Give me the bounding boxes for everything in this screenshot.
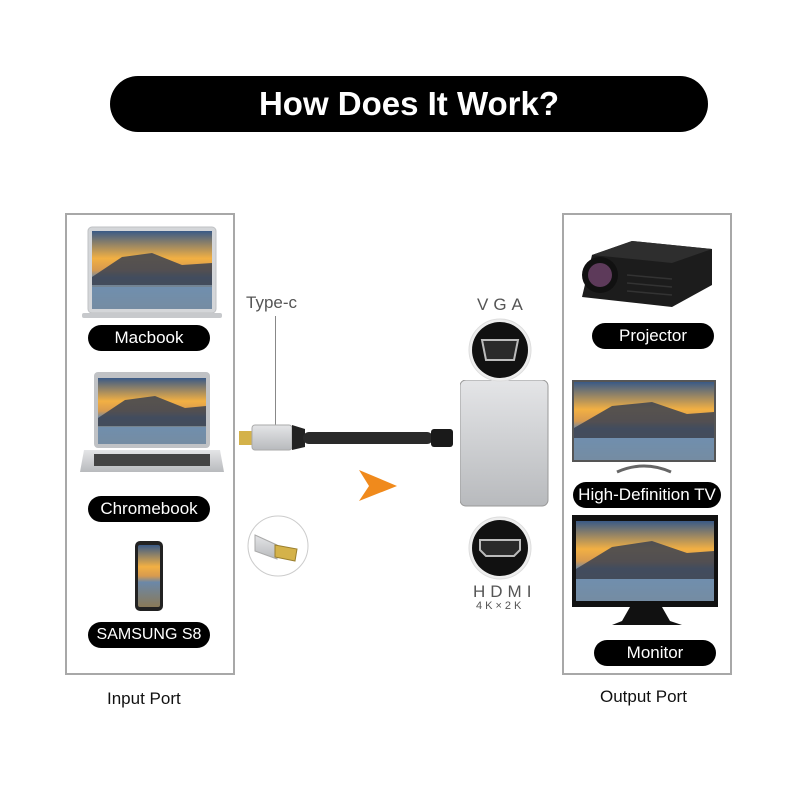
device-label-projector: Projector [592,323,714,349]
device-label-hdtv: High-Definition TV [573,482,721,508]
hdmi-label: HDMI [473,582,537,601]
laptop-icon [80,372,224,472]
tv-icon [572,380,716,474]
input-port-caption: Input Port [107,689,181,708]
adapter-body [460,380,549,507]
projector-icon [582,241,712,307]
vga-port-icon [468,318,532,382]
usb-c-connector-closeup-icon [247,515,309,577]
output-port-caption: Output Port [600,687,687,706]
type-c-leader-line [275,316,276,438]
vga-label: VGA [477,295,528,314]
page-title: How Does It Work? [110,76,708,132]
laptop-icon [82,226,222,318]
hdmi-resolution-label: 4K×2K [476,600,525,612]
arrow-right-icon [359,470,397,501]
hdmi-port-icon [468,516,532,580]
smartphone-icon [135,541,163,611]
type-c-label: Type-c [246,293,298,312]
device-label-samsung-s8: SAMSUNG S8 [88,622,210,648]
device-label-chromebook: Chromebook [88,496,210,522]
device-label-monitor: Monitor [594,640,716,666]
usb-c-cable [239,424,453,451]
device-label-macbook: Macbook [88,325,210,351]
monitor-icon [572,515,718,625]
